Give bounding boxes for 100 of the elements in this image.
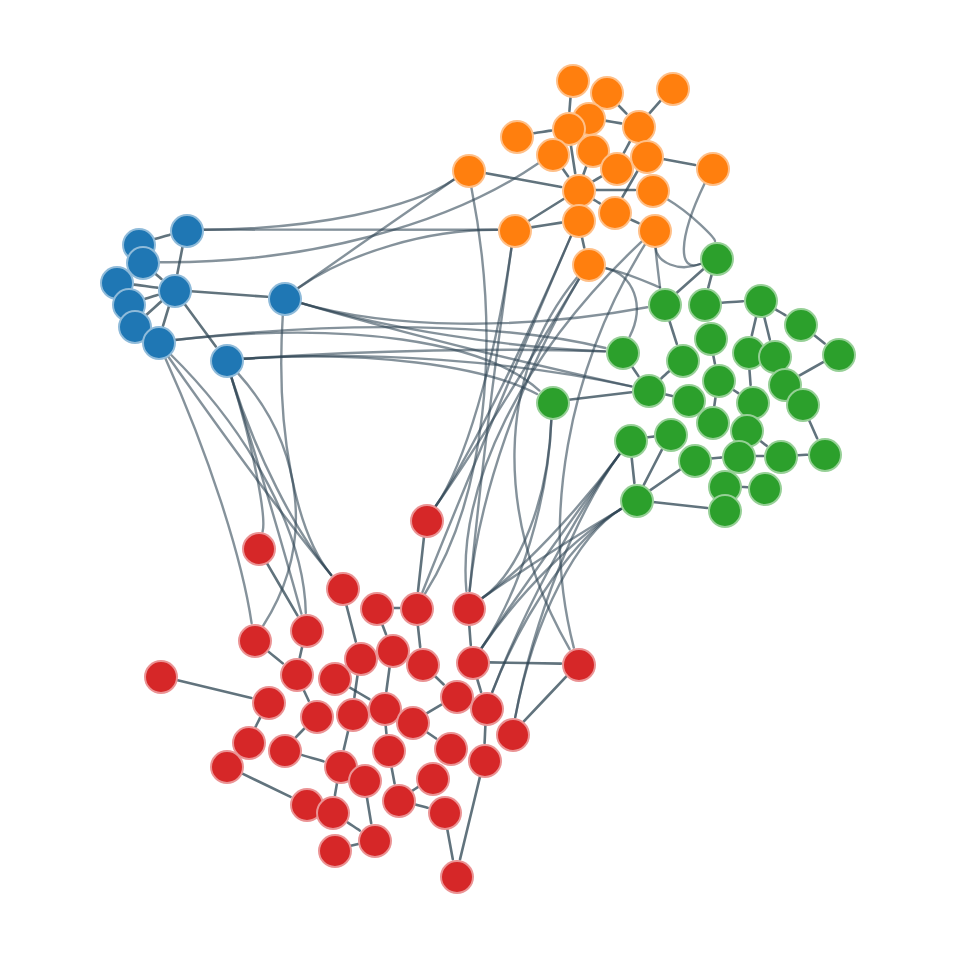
edge-line bbox=[347, 685, 371, 701]
network-node bbox=[169, 213, 203, 247]
edge-line bbox=[468, 245, 513, 593]
edge-line bbox=[173, 331, 541, 392]
edge-line bbox=[558, 243, 647, 649]
network-node bbox=[561, 173, 595, 207]
edge-line bbox=[812, 333, 826, 345]
network-node bbox=[317, 661, 351, 695]
edge-line bbox=[240, 771, 292, 799]
network-node bbox=[433, 731, 467, 765]
edge-line bbox=[483, 723, 487, 745]
edge-line bbox=[189, 289, 269, 299]
edge-line bbox=[568, 95, 572, 113]
network-node bbox=[267, 281, 301, 315]
network-node bbox=[695, 151, 729, 185]
edge-line bbox=[682, 182, 706, 267]
edge-line bbox=[480, 507, 623, 650]
edge-line bbox=[299, 753, 325, 763]
edge-line bbox=[385, 665, 391, 693]
network-node bbox=[589, 75, 623, 109]
network-node bbox=[395, 705, 429, 739]
edge-line bbox=[487, 661, 563, 665]
edge-line bbox=[421, 234, 573, 594]
edge-line bbox=[807, 418, 819, 440]
network-node bbox=[637, 213, 671, 247]
network-node bbox=[335, 697, 369, 731]
network-node bbox=[735, 385, 769, 419]
network-node bbox=[535, 137, 569, 171]
edge-line bbox=[342, 729, 350, 751]
edge-line bbox=[131, 283, 159, 289]
network-node bbox=[619, 483, 653, 517]
edge-line bbox=[176, 245, 184, 275]
edge-line bbox=[593, 188, 637, 192]
network-node bbox=[785, 387, 819, 421]
network-node bbox=[143, 659, 177, 693]
network-node bbox=[375, 633, 409, 667]
edge-line bbox=[480, 417, 553, 650]
edge-line bbox=[706, 273, 714, 289]
network-node bbox=[665, 343, 699, 377]
network-node bbox=[807, 437, 841, 471]
network-node bbox=[289, 613, 323, 647]
network-node bbox=[315, 795, 349, 829]
network-node bbox=[209, 343, 243, 377]
network-node bbox=[323, 749, 357, 783]
edge-line bbox=[603, 266, 638, 338]
network-node bbox=[655, 71, 689, 105]
edge-line bbox=[630, 364, 640, 378]
network-node bbox=[409, 503, 443, 537]
edge-line bbox=[145, 300, 163, 316]
edge-line bbox=[445, 827, 455, 861]
edge-line bbox=[175, 678, 253, 700]
edge-line bbox=[529, 221, 563, 229]
network-node bbox=[699, 241, 733, 275]
edge-line bbox=[353, 673, 359, 699]
network-node bbox=[251, 685, 285, 719]
network-node bbox=[731, 335, 765, 369]
network-node bbox=[621, 109, 655, 143]
network-node bbox=[241, 531, 275, 565]
network-node bbox=[467, 743, 501, 777]
network-node bbox=[701, 363, 735, 397]
edge-line bbox=[475, 676, 483, 694]
network-node bbox=[575, 133, 609, 167]
edge-line bbox=[333, 781, 339, 797]
edge-line bbox=[416, 623, 422, 649]
network-node bbox=[693, 321, 727, 355]
network-node bbox=[747, 471, 781, 505]
edge-line bbox=[458, 775, 482, 861]
edge-line bbox=[762, 315, 772, 341]
edge-line bbox=[423, 185, 488, 595]
network-node bbox=[561, 647, 595, 681]
edge-line bbox=[675, 267, 705, 295]
edge-line bbox=[514, 452, 622, 719]
network-node bbox=[405, 647, 439, 681]
network-node bbox=[597, 195, 631, 229]
network-node bbox=[325, 571, 359, 605]
edge-line bbox=[425, 703, 443, 715]
edge-line bbox=[166, 354, 333, 577]
edge-line bbox=[483, 171, 563, 189]
network-node bbox=[371, 733, 405, 767]
edge-line bbox=[142, 293, 160, 301]
network-node bbox=[231, 725, 265, 759]
edge-line bbox=[654, 245, 702, 269]
network-node bbox=[671, 383, 705, 417]
network-node bbox=[469, 691, 503, 725]
network-node bbox=[695, 405, 729, 439]
edge-line bbox=[654, 245, 662, 289]
network-node bbox=[451, 153, 485, 187]
edge-line bbox=[667, 318, 679, 346]
edge-line bbox=[241, 354, 633, 388]
network-node bbox=[157, 273, 191, 307]
network-node bbox=[497, 213, 531, 247]
edge-line bbox=[467, 623, 473, 647]
network-node bbox=[289, 787, 323, 821]
edge-line bbox=[390, 765, 396, 785]
network-node bbox=[237, 623, 271, 657]
edge-line bbox=[344, 603, 358, 643]
network-node bbox=[653, 417, 687, 451]
network-node bbox=[439, 859, 473, 893]
network-node bbox=[347, 763, 381, 797]
network-node bbox=[647, 287, 681, 321]
